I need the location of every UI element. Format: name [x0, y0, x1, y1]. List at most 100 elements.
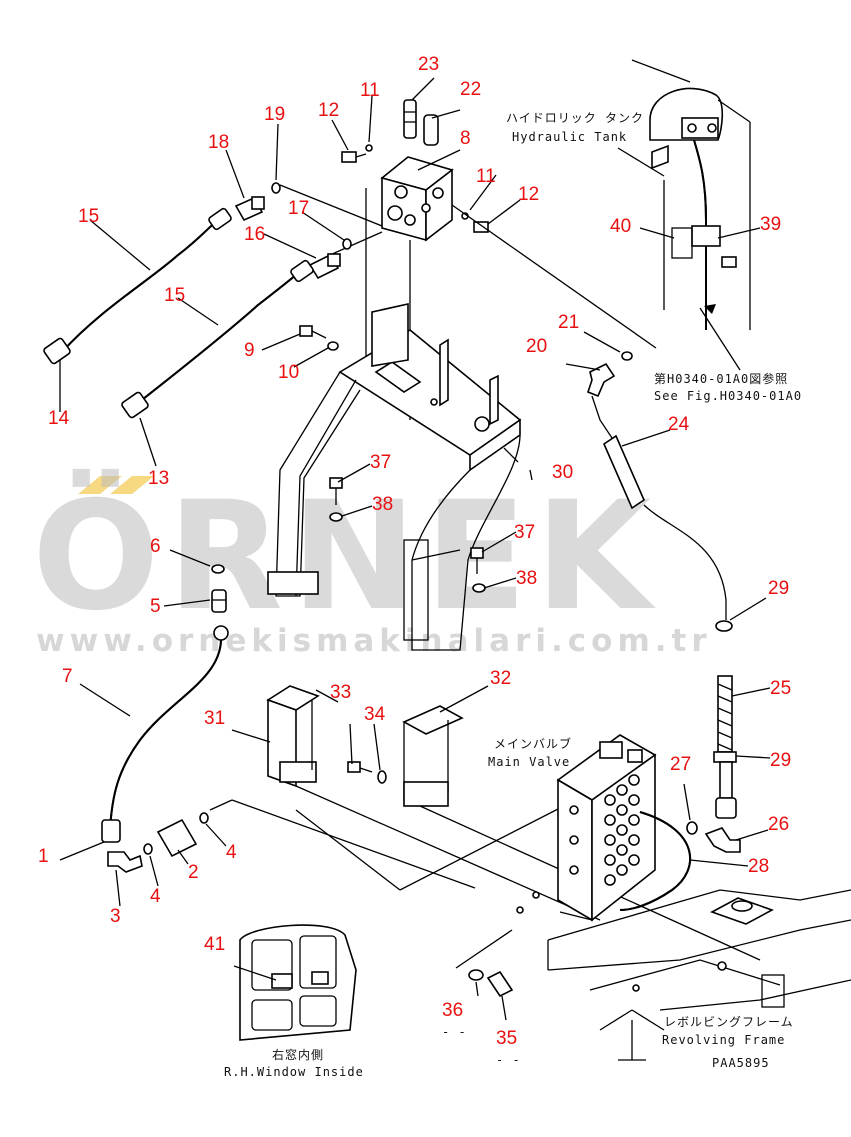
text-labels: ハイドロリック タンク Hydraulic Tank 第H0340-01A0図参…	[224, 111, 802, 1079]
revolving-frame	[516, 889, 851, 1011]
oring-27	[686, 821, 698, 835]
callout-13: 13	[148, 468, 169, 489]
clamp-39	[691, 225, 737, 268]
elbow-20	[587, 362, 616, 398]
callout-29-lower: 29	[770, 750, 791, 771]
oring-21	[621, 351, 633, 361]
callout-15-lower: 15	[164, 285, 185, 306]
elbow-3	[107, 851, 143, 873]
callout-27: 27	[670, 754, 691, 775]
oring-4-left	[143, 843, 153, 855]
callout-11-top: 11	[360, 80, 380, 101]
callout-33: 33	[330, 682, 351, 703]
callout-35: 35	[496, 1028, 517, 1049]
callout-25: 25	[770, 678, 791, 699]
callout-6: 6	[150, 536, 161, 557]
callout-36: 36	[442, 1000, 463, 1021]
washer-34	[377, 770, 387, 784]
callout-21: 21	[558, 312, 579, 333]
hose-15-upper	[43, 207, 232, 365]
bolt-12-left	[341, 151, 367, 163]
watermark-url: www.ornekismakinalari.com.tr	[36, 623, 712, 659]
callout-8: 8	[460, 128, 471, 149]
window-panel-41	[239, 924, 357, 1041]
callout-39: 39	[760, 214, 781, 235]
arrow-see-fig	[704, 304, 716, 314]
callout-15-upper: 15	[78, 206, 99, 227]
callout-22: 22	[460, 79, 481, 100]
callout-37-right: 37	[514, 522, 535, 543]
callout-12-left: 12	[318, 100, 339, 121]
valve-block-8	[380, 156, 454, 242]
callout-17: 17	[288, 198, 309, 219]
clamp-40	[671, 227, 693, 259]
clamp-29-upper	[715, 620, 733, 632]
adapter-16	[308, 253, 341, 280]
bolt-33	[347, 761, 373, 773]
washer-10	[327, 341, 339, 351]
bolt-35	[486, 970, 514, 998]
callout-9: 9	[244, 340, 255, 361]
callout-numbers: 23 22 11 12 8 11 12 19 18 17 16 15 15 14…	[38, 54, 791, 1049]
callout-7: 7	[62, 666, 73, 687]
main-valve	[556, 734, 657, 922]
bolt-37-left	[329, 477, 343, 505]
adapter-2	[156, 818, 198, 858]
bolt-12-right	[473, 221, 489, 233]
fitting-5	[211, 589, 227, 613]
callout-38-left: 38	[372, 494, 393, 515]
callout-24: 24	[668, 414, 690, 435]
hose-15-lower	[121, 259, 314, 419]
bracket-31	[266, 685, 320, 788]
oring-19	[271, 182, 281, 194]
bracket-30	[267, 303, 522, 651]
callout-41: 41	[204, 934, 225, 955]
callout-32: 32	[490, 668, 511, 689]
callout-18: 18	[208, 132, 229, 153]
label-window-jp: 右窓内側	[272, 1047, 324, 1062]
callout-11-right: 11	[476, 166, 496, 187]
hose-25	[713, 675, 737, 819]
elbow-26	[704, 827, 741, 853]
label-hydraulic-tank-en: Hydraulic Tank	[512, 130, 627, 144]
bolt-9	[299, 325, 327, 339]
label-dash-35: - -	[496, 1053, 521, 1067]
callout-29-upper: 29	[768, 578, 789, 599]
callout-30: 30	[552, 462, 573, 483]
callout-3: 3	[110, 906, 121, 927]
callout-10: 10	[278, 362, 299, 383]
hydraulic-tank	[631, 59, 751, 330]
label-window-en: R.H.Window Inside	[224, 1065, 364, 1079]
callout-31: 31	[204, 708, 225, 729]
callout-40: 40	[610, 216, 631, 237]
callout-19: 19	[264, 104, 285, 125]
callout-38-right: 38	[516, 568, 537, 589]
callout-28: 28	[748, 856, 769, 877]
callout-2: 2	[188, 862, 199, 883]
callout-23: 23	[418, 54, 439, 75]
callout-37-left: 37	[370, 452, 391, 473]
watermark-accent-right	[110, 476, 154, 494]
label-dash-36: - -	[442, 1025, 467, 1039]
label-see-fig-en: See Fig.H0340-01A0	[654, 389, 802, 403]
callout-20: 20	[526, 336, 547, 357]
bolt-37-right	[470, 547, 484, 574]
fitting-23	[403, 99, 417, 139]
callout-5: 5	[150, 596, 161, 617]
oring-17	[342, 238, 352, 250]
callout-4-right: 4	[226, 842, 237, 863]
label-revolving-frame-en: Revolving Frame	[662, 1033, 785, 1047]
valve-spools	[569, 774, 640, 886]
oring-6	[211, 564, 225, 574]
label-main-valve-jp: メインバルブ	[494, 736, 572, 751]
hose-7	[101, 625, 229, 843]
callout-26: 26	[768, 814, 789, 835]
callout-4-left: 4	[150, 886, 161, 907]
tank-pipe	[693, 139, 707, 330]
label-drawing-code: PAA5895	[712, 1056, 770, 1070]
label-see-fig-jp: 第H0340-01A0図参照	[654, 371, 788, 386]
fitting-24	[602, 434, 646, 510]
watermark: ÖRNEK www.ornekismakinalari.com.tr	[32, 468, 712, 659]
callout-1: 1	[38, 846, 49, 867]
